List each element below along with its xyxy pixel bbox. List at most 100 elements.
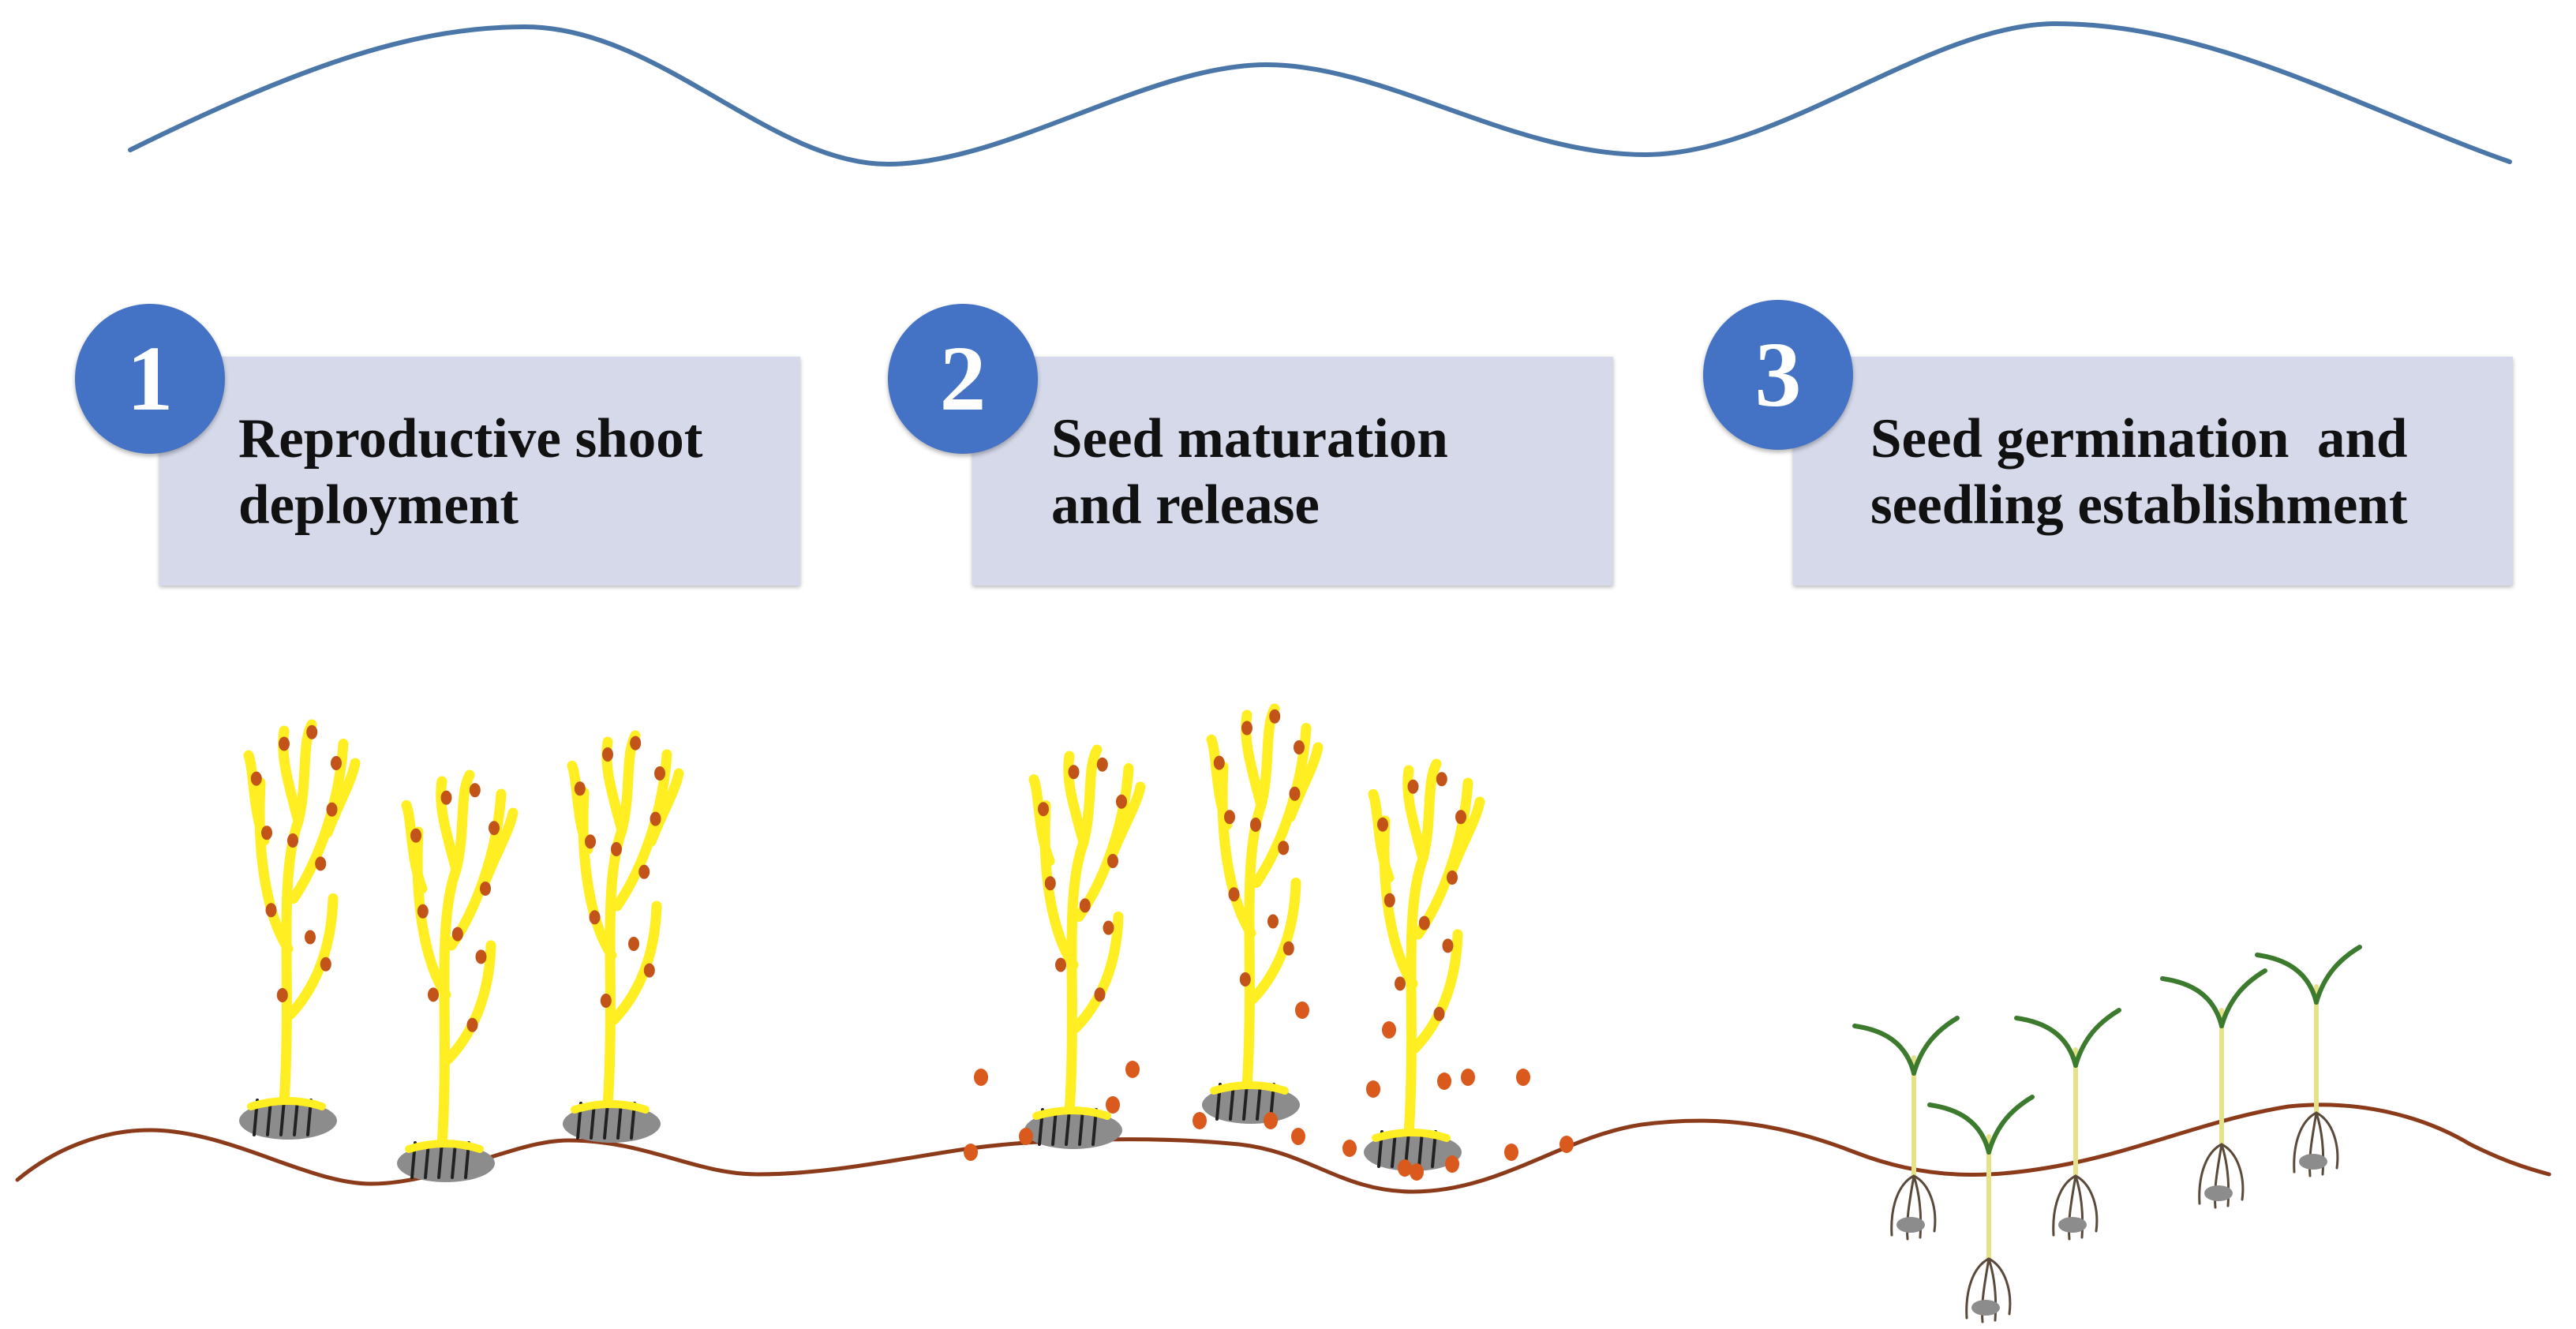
receptacle-spot bbox=[1289, 786, 1301, 801]
seedling-root bbox=[2074, 1174, 2099, 1233]
receptacle-spot bbox=[250, 771, 262, 786]
step-1-shoot bbox=[563, 730, 684, 1143]
seedling-leaf bbox=[1852, 1024, 1916, 1076]
receptacle-spot bbox=[265, 903, 277, 918]
shoot-branch bbox=[1368, 788, 1395, 883]
shoot-branch bbox=[1256, 703, 1280, 811]
receptacle-spot bbox=[574, 781, 586, 796]
receptacle-spot bbox=[1038, 802, 1049, 817]
step-1-label: Reproductive shoot deployment bbox=[238, 406, 702, 538]
step-2-number-badge: 2 bbox=[888, 304, 1038, 454]
step-3-label-line-1: Seed germination and bbox=[1870, 408, 2408, 470]
receptacle-spot bbox=[1103, 920, 1114, 935]
released-seed bbox=[1342, 1140, 1357, 1157]
seedling-pebble bbox=[2058, 1217, 2087, 1233]
receptacle-spot bbox=[1455, 810, 1466, 825]
shoot-branch bbox=[1028, 774, 1055, 867]
holdfast-strand bbox=[1065, 1108, 1071, 1146]
receptacle-spot bbox=[1096, 757, 1108, 772]
shoot-branch bbox=[646, 768, 684, 847]
shoot-branch bbox=[285, 893, 339, 1020]
released-seed bbox=[964, 1144, 978, 1161]
receptacle-spot bbox=[1436, 772, 1447, 787]
seedling bbox=[2160, 968, 2267, 1209]
receptacle-spot bbox=[1055, 957, 1066, 972]
shoot-branch bbox=[616, 730, 641, 836]
water-surface-line bbox=[128, 21, 2512, 167]
step-3-label-box: Seed germination and seedling establishm… bbox=[1793, 357, 2513, 586]
step-3-number-badge: 3 bbox=[1703, 300, 1853, 450]
receptacle-spot bbox=[1433, 1006, 1445, 1021]
seedling-root bbox=[2315, 1111, 2339, 1170]
shoot-branch bbox=[243, 750, 270, 846]
shoot-branch bbox=[608, 900, 662, 1025]
released-seed bbox=[1106, 1096, 1120, 1114]
receptacle-spot bbox=[611, 842, 622, 856]
shoot-branch bbox=[1417, 758, 1442, 864]
receptacle-spot bbox=[638, 864, 650, 879]
seedling bbox=[2014, 1008, 2121, 1241]
receptacle-spot bbox=[276, 988, 288, 1002]
receptacle-spot bbox=[1116, 794, 1127, 809]
seedling-root bbox=[1890, 1174, 1915, 1237]
released-seed bbox=[1398, 1159, 1412, 1177]
seedling-leaf bbox=[2314, 945, 2362, 1005]
step-2-shoot bbox=[1202, 703, 1324, 1124]
seedling-leaf bbox=[2014, 1016, 2078, 1068]
shoot-branch bbox=[567, 760, 593, 855]
step-2-label-line-2: and release bbox=[1051, 474, 1320, 536]
seedling-root bbox=[2308, 1111, 2318, 1177]
receptacle-spot bbox=[1267, 914, 1279, 929]
receptacle-spot bbox=[1383, 893, 1395, 908]
seedling-root bbox=[1987, 1257, 1998, 1322]
released-seed bbox=[1366, 1080, 1380, 1098]
receptacle-spot bbox=[1068, 765, 1080, 780]
receptacle-spot bbox=[287, 833, 298, 848]
holdfast-strand bbox=[451, 1141, 457, 1179]
released-seed bbox=[1125, 1061, 1140, 1078]
receptacle-spot bbox=[1278, 840, 1290, 855]
seedling-root bbox=[2198, 1143, 2223, 1205]
seedling-root bbox=[1981, 1257, 1990, 1323]
holdfast-strand bbox=[1078, 1108, 1084, 1146]
receptacle-spot bbox=[417, 904, 429, 919]
receptacle-spot bbox=[585, 834, 596, 849]
seedling-root bbox=[2293, 1111, 2318, 1174]
released-seed bbox=[1437, 1073, 1451, 1090]
receptacle-spot bbox=[630, 736, 642, 751]
seedling-root bbox=[1965, 1257, 1990, 1320]
seedling-leaf bbox=[1911, 1016, 1960, 1076]
seedling-root bbox=[2315, 1111, 2325, 1176]
holdfast-strand bbox=[437, 1141, 444, 1179]
receptacle-spot bbox=[1224, 810, 1235, 825]
released-seed bbox=[1410, 1163, 1424, 1181]
receptacle-spot bbox=[589, 910, 601, 925]
released-seed bbox=[1504, 1144, 1518, 1161]
seedling-pebble bbox=[1971, 1300, 2000, 1316]
receptacle-spot bbox=[489, 821, 500, 836]
released-seed bbox=[1382, 1021, 1396, 1039]
shoot-branch bbox=[436, 864, 462, 1151]
receptacle-spot bbox=[602, 747, 613, 762]
receptacle-spot bbox=[440, 790, 452, 805]
shoot-branch bbox=[1241, 800, 1267, 1093]
step-2-label-line-1: Seed maturation bbox=[1051, 408, 1448, 470]
pebble bbox=[239, 1102, 337, 1140]
shoot-branch bbox=[443, 940, 496, 1065]
step-1-label-line-2: deployment bbox=[238, 474, 519, 536]
receptacle-spot bbox=[331, 756, 342, 770]
seedling-pebble bbox=[1896, 1217, 1925, 1233]
receptacle-spot bbox=[428, 987, 439, 1002]
released-seed bbox=[974, 1069, 988, 1086]
receptacle-spot bbox=[451, 927, 463, 942]
shoot-branch bbox=[1206, 734, 1233, 830]
pebble bbox=[397, 1144, 495, 1182]
receptacle-spot bbox=[1294, 740, 1305, 754]
seedling-root bbox=[1987, 1257, 2012, 1316]
receptacle-spot bbox=[1377, 817, 1388, 832]
step-1-label-box: Reproductive shoot deployment bbox=[159, 357, 800, 586]
receptacle-spot bbox=[1250, 818, 1261, 832]
shoot-branch bbox=[1285, 742, 1324, 822]
released-seed bbox=[1264, 1112, 1278, 1129]
step-1-shoot bbox=[397, 769, 519, 1182]
